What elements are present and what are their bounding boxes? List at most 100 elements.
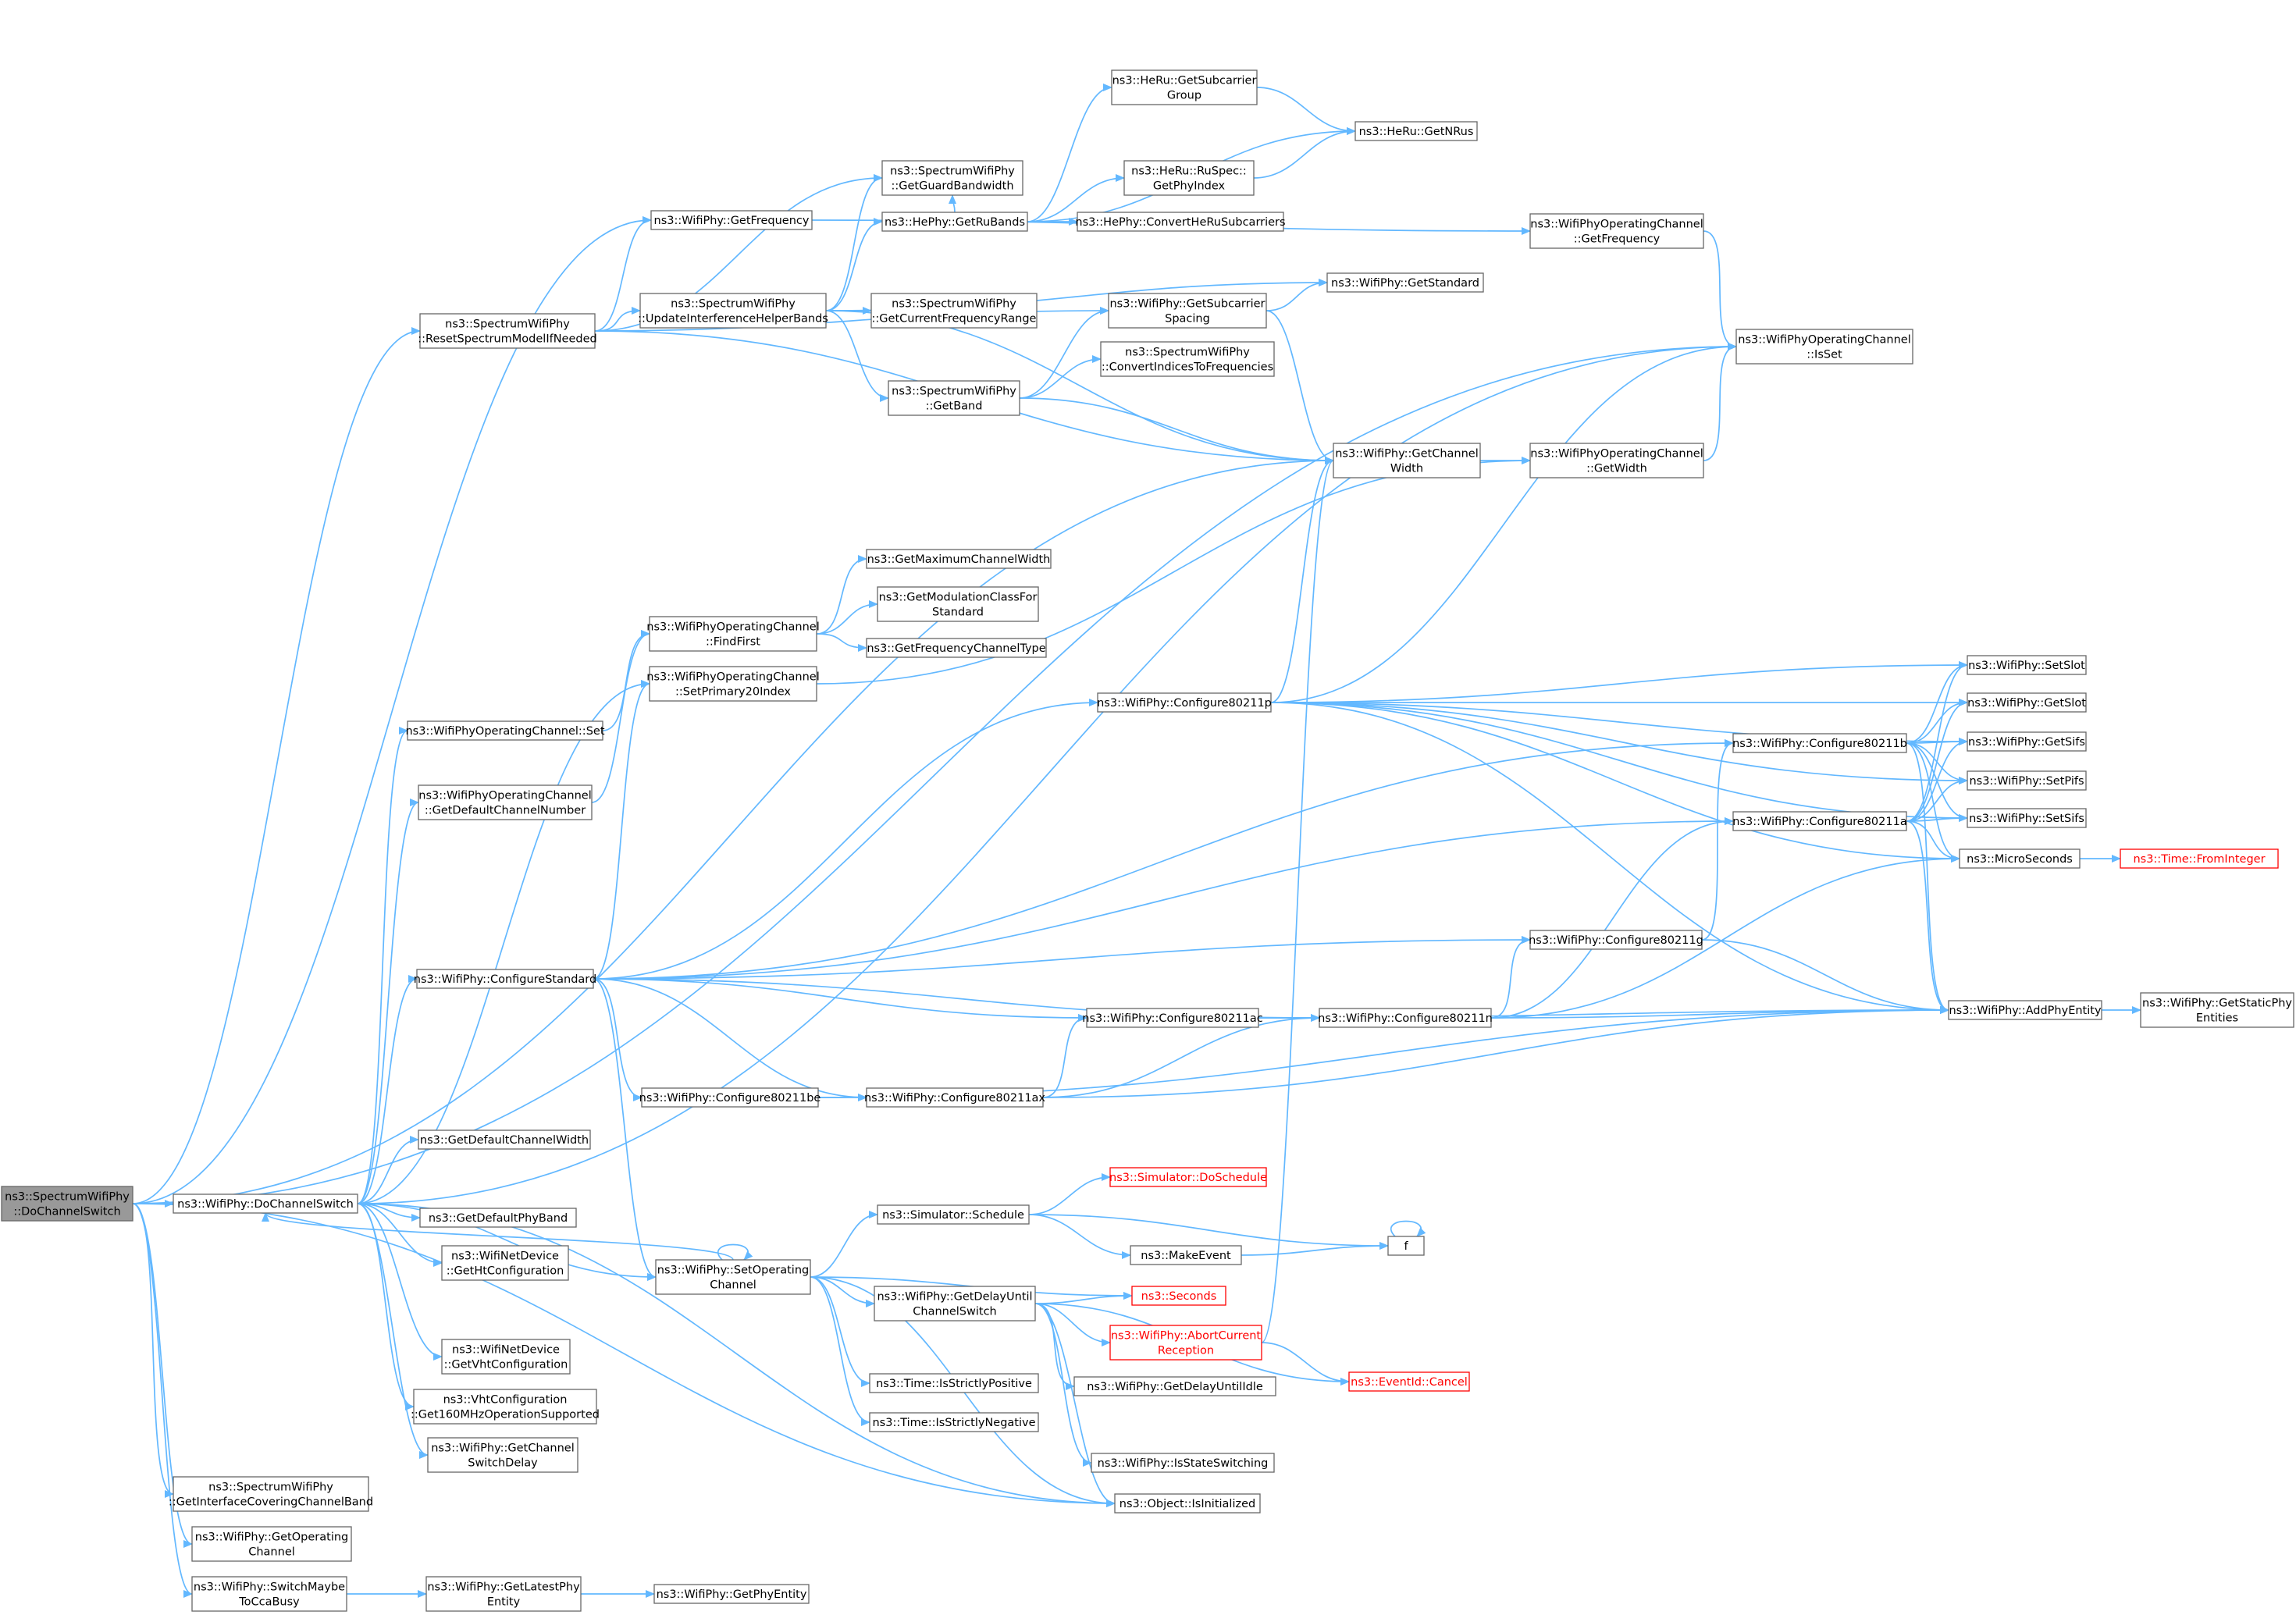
call-edge-configStandard-to-config80211ac [593, 978, 1087, 1022]
call-edge-getDelayUntilSw-to-abortCurrent [1034, 1303, 1111, 1346]
call-edge-root-to-getInterfaceCovering [132, 1203, 174, 1498]
node-getHtConfig[interactable]: ns3::WifiNetDevice::GetHtConfiguration [441, 1245, 569, 1281]
node-addPhyEntity[interactable]: ns3::WifiPhy::AddPhyEntity [1948, 1000, 2102, 1020]
node-label: ns3::MakeEvent [1141, 1250, 1231, 1262]
node-heConvert[interactable]: ns3::HePhy::ConvertHeRuSubcarriers [1075, 212, 1286, 232]
node-config80211ac[interactable]: ns3::WifiPhy::Configure80211ac [1082, 1008, 1263, 1028]
node-wocIsSet[interactable]: ns3::WifiPhyOperatingChannel::IsSet [1735, 329, 1913, 365]
node-box [1109, 1325, 1262, 1361]
node-config80211b[interactable]: ns3::WifiPhy::Configure80211b [1732, 733, 1907, 753]
node-box [2140, 992, 2294, 1028]
node-config80211p[interactable]: ns3::WifiPhy::Configure80211p [1097, 692, 1272, 713]
node-getVhtConfig[interactable]: ns3::WifiNetDevice::GetVhtConfiguration [441, 1339, 571, 1375]
node-objIsInit[interactable]: ns3::Object::IsInitialized [1114, 1493, 1261, 1514]
node-root[interactable]: ns3::SpectrumWifiPhy::DoChannelSwitch [1, 1186, 133, 1222]
node-isStrictPos[interactable]: ns3::Time::IsStrictlyPositive [869, 1373, 1039, 1393]
node-getSlot[interactable]: ns3::WifiPhy::GetSlot [1967, 692, 2087, 713]
node-getDefPhyBand[interactable]: ns3::GetDefaultPhyBand [419, 1208, 577, 1228]
node-box [877, 586, 1039, 622]
node-box [869, 1412, 1039, 1432]
node-getInterfaceCovering[interactable]: ns3::SpectrumWifiPhy::GetInterfaceCoveri… [169, 1476, 373, 1512]
node-ruSpecGetPhyIndex[interactable]: ns3::HeRu::RuSpec::GetPhyIndex [1123, 160, 1255, 196]
call-edge-config80211p-to-setSifs [1270, 702, 1968, 822]
node-label: ns3::SpectrumWifiPhy [892, 386, 1016, 398]
node-getDelayIdle[interactable]: ns3::WifiPhy::GetDelayUntilIdle [1073, 1376, 1276, 1396]
node-box [2120, 848, 2279, 869]
node-box [1967, 692, 2087, 713]
node-setPrimary20[interactable]: ns3::WifiPhyOperatingChannel::SetPrimary… [646, 666, 820, 702]
node-getDefaultChNum[interactable]: ns3::WifiPhyOperatingChannel::GetDefault… [418, 784, 593, 820]
node-get160[interactable]: ns3::VhtConfiguration::Get160MHzOperatio… [411, 1389, 600, 1425]
node-findFirst[interactable]: ns3::WifiPhyOperatingChannel::FindFirst [646, 616, 820, 652]
node-label: GetPhyIndex [1153, 180, 1226, 193]
call-edge-configStandard-to-config80211b [593, 739, 1734, 980]
call-edge-doChannelSwitch-to-getDefaultChNum [357, 799, 419, 1204]
node-config80211g[interactable]: ns3::WifiPhy::Configure80211g [1529, 930, 1703, 950]
node-updateInterf[interactable]: ns3::SpectrumWifiPhy::UpdateInterference… [638, 293, 828, 329]
node-seconds[interactable]: ns3::Seconds [1131, 1286, 1226, 1306]
node-box [418, 1129, 591, 1150]
node-getSifs[interactable]: ns3::WifiPhy::GetSifs [1967, 731, 2087, 752]
node-convertIndices[interactable]: ns3::SpectrumWifiPhy::ConvertIndicesToFr… [1100, 341, 1275, 377]
node-getFreqChType[interactable]: ns3::GetFrequencyChannelType [866, 638, 1047, 658]
call-edge-abortCurrent-to-eventCancel [1261, 1342, 1350, 1386]
node-isStrictNeg[interactable]: ns3::Time::IsStrictlyNegative [869, 1412, 1039, 1432]
call-edge-root-to-objIsInit [132, 1203, 1116, 1507]
node-label: ns3::Time::IsStrictlyNegative [872, 1417, 1035, 1429]
node-f[interactable]: f [1387, 1236, 1425, 1256]
node-wocGetWidth[interactable]: ns3::WifiPhyOperatingChannel::GetWidth [1529, 443, 1704, 478]
node-getBand[interactable]: ns3::SpectrumWifiPhy::GetBand [888, 380, 1020, 416]
node-getStandard[interactable]: ns3::WifiPhy::GetStandard [1326, 272, 1484, 293]
node-config80211ax[interactable]: ns3::WifiPhy::Configure80211ax [864, 1087, 1045, 1108]
node-makeEvent[interactable]: ns3::MakeEvent [1130, 1245, 1242, 1265]
node-getGuardBw[interactable]: ns3::SpectrumWifiPhy::GetGuardBandwidth [881, 160, 1023, 196]
node-getPhyEntity[interactable]: ns3::WifiPhy::GetPhyEntity [653, 1584, 810, 1604]
call-edge-getSubSpacing-to-getChannelWidth [1265, 310, 1334, 464]
node-label: ::GetBand [926, 400, 983, 413]
node-configStandard[interactable]: ns3::WifiPhy::ConfigureStandard [414, 969, 596, 989]
node-wocGetFrequency[interactable]: ns3::WifiPhyOperatingChannel::GetFrequen… [1529, 213, 1704, 249]
node-label: ns3::GetFrequencyChannelType [867, 642, 1045, 655]
node-config80211n[interactable]: ns3::WifiPhy::Configure80211n [1318, 1008, 1493, 1028]
node-doChannelSwitch[interactable]: ns3::WifiPhy::DoChannelSwitch [173, 1193, 358, 1214]
node-setSifs[interactable]: ns3::WifiPhy::SetSifs [1967, 808, 2087, 828]
node-box [1123, 160, 1255, 196]
node-isStateSwitching[interactable]: ns3::WifiPhy::IsStateSwitching [1091, 1453, 1275, 1473]
node-setPifs[interactable]: ns3::WifiPhy::SetPifs [1967, 770, 2087, 791]
node-box [1967, 731, 2087, 752]
node-eventCancel[interactable]: ns3::EventId::Cancel [1348, 1371, 1470, 1392]
node-resetSpectrum[interactable]: ns3::SpectrumWifiPhy::ResetSpectrumModel… [418, 313, 597, 349]
node-getCurFreqRange[interactable]: ns3::SpectrumWifiPhy::GetCurrentFrequenc… [870, 293, 1038, 329]
node-wocSet[interactable]: ns3::WifiPhyOperatingChannel::Set [405, 720, 605, 741]
node-label: ns3::WifiPhy::GetOperating [195, 1531, 349, 1544]
node-getDefChWidth[interactable]: ns3::GetDefaultChannelWidth [418, 1129, 591, 1150]
node-label: f [1404, 1240, 1408, 1253]
node-label: ::GetFrequency [1574, 233, 1661, 246]
node-getFrequency[interactable]: ns3::WifiPhy::GetFrequency [650, 210, 813, 230]
node-config80211a[interactable]: ns3::WifiPhy::Configure80211a [1732, 811, 1907, 831]
node-setSlot[interactable]: ns3::WifiPhy::SetSlot [1967, 655, 2087, 675]
node-simSchedule[interactable]: ns3::Simulator::Schedule [877, 1204, 1030, 1225]
node-getMaxChWidth[interactable]: ns3::GetMaximumChannelWidth [866, 549, 1052, 569]
node-simDoSchedule[interactable]: ns3::Simulator::DoSchedule [1109, 1167, 1267, 1187]
node-label: ns3::WifiPhyOperatingChannel [646, 671, 819, 684]
node-fromInteger[interactable]: ns3::Time::FromInteger [2120, 848, 2279, 869]
node-label: ns3::WifiPhy::ConfigureStandard [414, 973, 596, 986]
node-heGetRuBands[interactable]: ns3::HePhy::GetRuBands [881, 212, 1028, 232]
node-microSeconds[interactable]: ns3::MicroSeconds [1959, 848, 2081, 869]
node-heRuGetNRus[interactable]: ns3::HeRu::GetNRus [1354, 121, 1478, 141]
node-config80211be[interactable]: ns3::WifiPhy::Configure80211be [639, 1087, 821, 1108]
call-edge-root-to-getChannelWidth [132, 457, 1334, 1204]
